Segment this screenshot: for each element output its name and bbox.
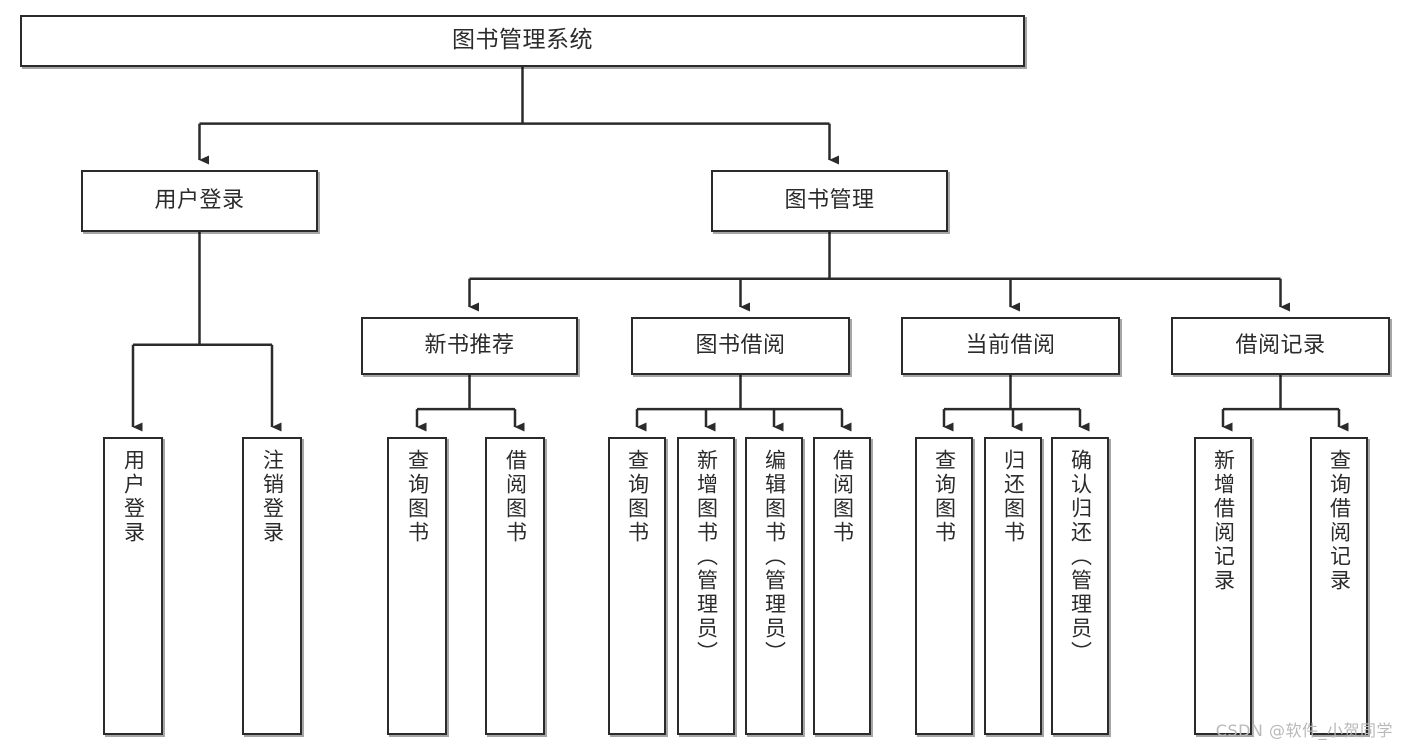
node-book-borrow[interactable]: 图书借阅 <box>631 317 850 375</box>
node-leaf-query-book-rec[interactable]: 查询图书 <box>387 437 447 735</box>
node-label: 借阅图书 <box>830 449 855 545</box>
node-label: 归还图书 <box>1001 449 1026 545</box>
node-borrow-record[interactable]: 借阅记录 <box>1171 317 1390 375</box>
node-leaf-borrow-book-rec[interactable]: 借阅图书 <box>485 437 545 735</box>
connector-layer <box>131 67 1349 432</box>
node-current-borrow[interactable]: 当前借阅 <box>901 317 1120 375</box>
node-label: 图书借阅 <box>695 332 786 358</box>
node-label: 用户登录 <box>121 449 146 545</box>
node-leaf-confirm-return[interactable]: 确认归还（管理员） <box>1051 437 1109 735</box>
root-node[interactable]: 图书管理系统 <box>20 15 1025 67</box>
node-leaf-edit-book[interactable]: 编辑图书（管理员） <box>745 437 803 735</box>
node-label: 借阅记录 <box>1235 332 1326 358</box>
node-label: 查询图书 <box>405 449 430 545</box>
node-leaf-query-book-borrow[interactable]: 查询图书 <box>608 437 666 735</box>
node-book-manage[interactable]: 图书管理 <box>711 170 948 232</box>
node-leaf-add-book[interactable]: 新增图书（管理员） <box>677 437 735 735</box>
node-label: 查询图书 <box>625 449 650 545</box>
node-label: 借阅图书 <box>503 449 528 545</box>
node-label: 确认归还（管理员） <box>1068 449 1093 665</box>
node-label: 新增借阅记录 <box>1211 449 1236 593</box>
node-label: 新增图书（管理员） <box>694 449 719 665</box>
node-label: 当前借阅 <box>965 332 1056 358</box>
node-label: 图书管理 <box>784 187 875 213</box>
node-leaf-borrow-book[interactable]: 借阅图书 <box>813 437 871 735</box>
node-leaf-query-book-current[interactable]: 查询图书 <box>915 437 973 735</box>
node-label: 注销登录 <box>260 449 285 545</box>
node-leaf-add-record[interactable]: 新增借阅记录 <box>1194 437 1252 735</box>
node-label: 查询借阅记录 <box>1327 449 1352 593</box>
node-label: 图书管理系统 <box>452 27 593 54</box>
node-label: 编辑图书（管理员） <box>762 449 787 665</box>
node-new-book-rec[interactable]: 新书推荐 <box>361 317 578 375</box>
node-leaf-query-record[interactable]: 查询借阅记录 <box>1310 437 1368 735</box>
node-leaf-user-login[interactable]: 用户登录 <box>103 437 163 735</box>
node-leaf-logout[interactable]: 注销登录 <box>242 437 302 735</box>
node-label: 查询图书 <box>932 449 957 545</box>
node-label: 用户登录 <box>154 187 245 213</box>
node-user-login[interactable]: 用户登录 <box>81 170 318 232</box>
node-label: 新书推荐 <box>424 332 515 358</box>
node-leaf-return-book[interactable]: 归还图书 <box>984 437 1042 735</box>
